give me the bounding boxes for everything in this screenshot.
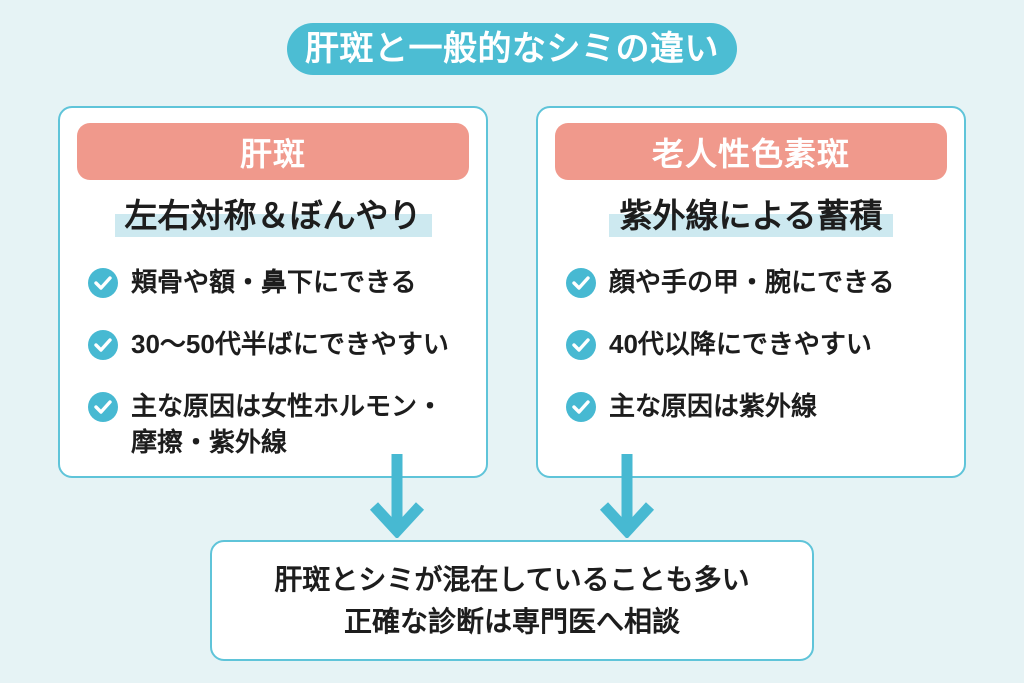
check-circle-icon <box>88 330 118 361</box>
subtitle-highlight: 左右対称＆ぼんやり <box>114 197 432 237</box>
page-title: 肝斑と一般的なシミの違い <box>287 23 737 75</box>
bullet-text: 主な原因は紫外線 <box>609 391 818 422</box>
age-spot-card-header: 老人性色素斑 <box>555 123 947 180</box>
list-item: 主な原因は紫外線 <box>566 389 944 424</box>
check-circle-icon <box>566 268 596 299</box>
bullet-text: 頬骨や額・鼻下にできる <box>131 267 417 298</box>
conclusion-line: 肝斑とシミが混在していることも多い <box>274 563 750 595</box>
conclusion-line: 正確な診断は専門医へ相談 <box>343 605 680 637</box>
age-spot-card-subtitle: 紫外線による蓄積 <box>538 195 964 237</box>
age-spot-card: 老人性色素斑 紫外線による蓄積 顔や手の甲・腕にできる 40代以降にできやすい <box>536 106 966 478</box>
conclusion-box: 肝斑とシミが混在していることも多い 正確な診断は専門医へ相談 <box>210 540 814 661</box>
melasma-card: 肝斑 左右対称＆ぼんやり 頬骨や額・鼻下にできる 30〜50代半ばにできやすい <box>58 106 488 478</box>
melasma-card-header: 肝斑 <box>77 123 469 180</box>
check-circle-icon <box>566 330 596 361</box>
bullet-text: 40代以降にできやすい <box>609 329 872 360</box>
check-circle-icon <box>88 392 118 423</box>
melasma-card-subtitle: 左右対称＆ぼんやり <box>60 195 486 237</box>
check-circle-icon <box>88 268 118 299</box>
list-item: 主な原因は女性ホルモン・摩擦・紫外線 <box>88 389 466 459</box>
list-item: 顔や手の甲・腕にできる <box>566 265 944 300</box>
list-item: 頬骨や額・鼻下にできる <box>88 265 466 300</box>
list-item: 40代以降にできやすい <box>566 327 944 362</box>
age-spot-bullet-list: 顔や手の甲・腕にできる 40代以降にできやすい 主な原因は紫外線 <box>566 265 944 424</box>
check-circle-icon <box>566 392 596 423</box>
bullet-text: 顔や手の甲・腕にできる <box>609 267 895 298</box>
subtitle-highlight: 紫外線による蓄積 <box>609 197 893 237</box>
bullet-text: 主な原因は女性ホルモン・摩擦・紫外線 <box>131 391 444 457</box>
bullet-text: 30〜50代半ばにできやすい <box>131 329 449 360</box>
down-arrow-icon <box>369 454 425 538</box>
list-item: 30〜50代半ばにできやすい <box>88 327 466 362</box>
melasma-bullet-list: 頬骨や額・鼻下にできる 30〜50代半ばにできやすい 主な原因は女性ホルモン・摩… <box>88 265 466 459</box>
down-arrow-icon <box>599 454 655 538</box>
